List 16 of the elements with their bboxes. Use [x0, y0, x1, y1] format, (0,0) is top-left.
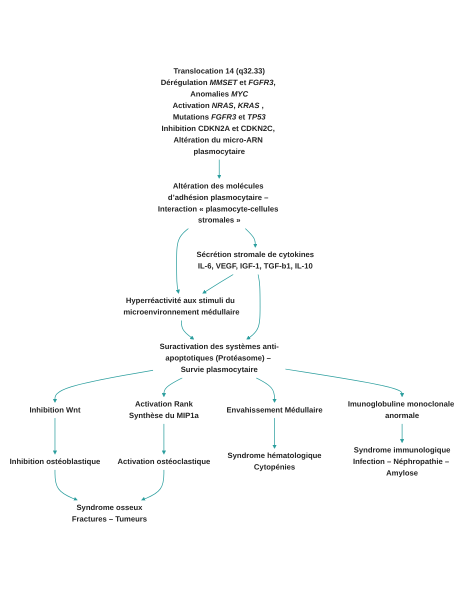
- arrow: [256, 377, 277, 403]
- arrow: [272, 418, 277, 449]
- arrow: [400, 423, 404, 444]
- arrow: [54, 469, 78, 501]
- arrow: [202, 274, 234, 294]
- arrow: [217, 159, 222, 179]
- arrow: [244, 228, 258, 248]
- arrow: [284, 368, 404, 398]
- arrow: [181, 320, 194, 340]
- arrow: [162, 423, 166, 455]
- arrow: [52, 370, 154, 403]
- arrow: [52, 418, 58, 455]
- arrow: [141, 469, 164, 501]
- arrow: [162, 377, 183, 398]
- arrow: [176, 228, 189, 294]
- arrow: [246, 274, 260, 340]
